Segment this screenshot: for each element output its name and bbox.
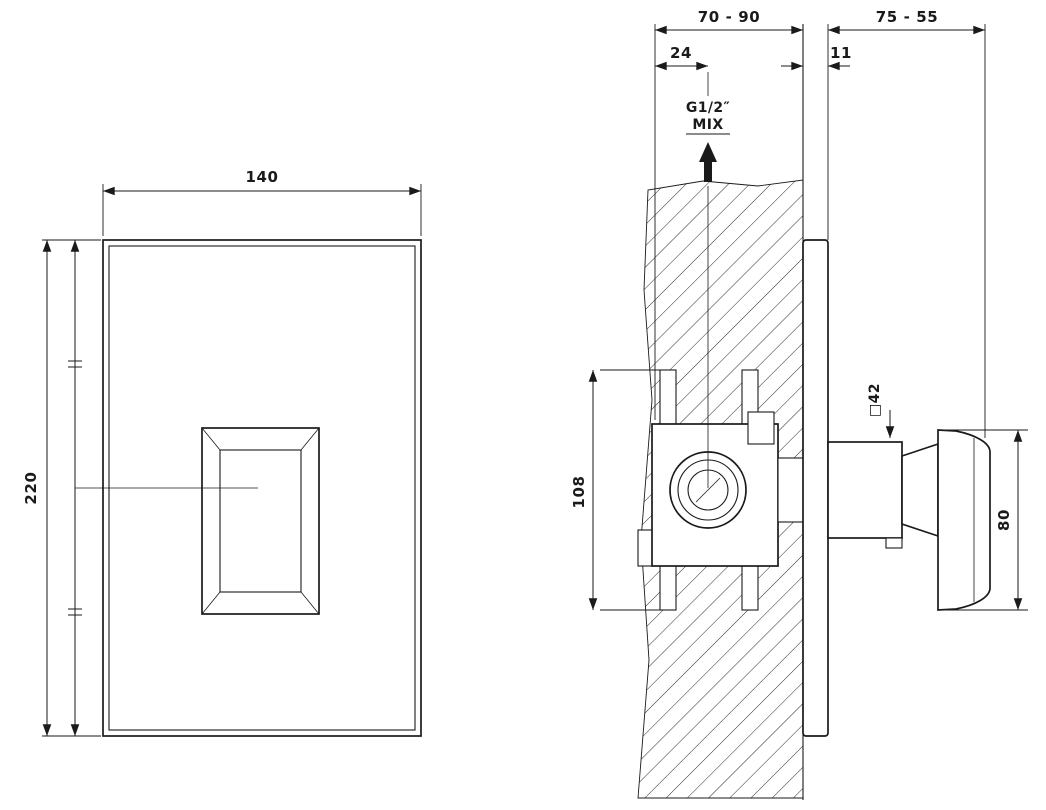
handle-knob <box>937 429 991 611</box>
thread-label: G1/2″ <box>686 100 730 116</box>
mounting-tab <box>659 563 677 611</box>
valve-boss <box>747 411 775 445</box>
valve-body-block <box>651 423 779 567</box>
section-view: G1/2″ MIX 70 - 90 75 - 55 24 <box>570 8 1028 800</box>
bevel-line <box>201 427 221 451</box>
dim-label-thickness: 11 <box>830 44 852 62</box>
handle-side-view <box>827 429 991 611</box>
dim-label-body-height: 108 <box>570 475 588 508</box>
handle-recess-outer <box>201 427 320 615</box>
flow-arrow-up <box>699 142 717 182</box>
dim-label-rough-in: 70 - 90 <box>698 8 761 26</box>
dim-label-offset: 24 <box>670 44 692 62</box>
dim-label-height: 220 <box>22 471 40 504</box>
front-view: 140 220 <box>22 168 422 737</box>
dimension-outlet-offset: 24 <box>655 44 708 71</box>
cartridge-slot-line <box>695 477 721 503</box>
dimension-body-height: 108 <box>570 369 660 611</box>
equal-mark <box>68 360 82 368</box>
dim-label-handle-height: 80 <box>995 509 1013 531</box>
plate-side-view <box>802 239 829 737</box>
dim-label-stem-square: □42 <box>867 383 883 417</box>
dimension-width: 140 <box>102 168 422 236</box>
bevel-line <box>201 591 221 615</box>
mounting-tab <box>659 369 677 427</box>
dimension-plate-thickness: 11 <box>781 44 852 71</box>
dimension-height: 220 <box>22 239 101 737</box>
concealed-valve-body <box>637 369 829 611</box>
handle-stem <box>827 441 903 539</box>
dimension-handle-height: 80 <box>942 429 1028 611</box>
bevel-line <box>300 427 320 451</box>
handle-neck <box>901 442 939 538</box>
bevel-line <box>300 591 320 615</box>
mounting-tab <box>741 563 759 611</box>
equal-mark <box>68 608 82 616</box>
stem-notch <box>885 537 903 549</box>
dim-label-projection: 75 - 55 <box>876 8 939 26</box>
dimension-rough-in-depth: 70 - 90 <box>654 8 803 420</box>
mix-label: MIX <box>692 117 723 133</box>
handle-recess <box>201 427 320 615</box>
dim-label-width: 140 <box>245 168 278 186</box>
handle-recess-inner <box>219 449 302 593</box>
dimension-stem-square: □42 <box>867 383 895 438</box>
dimension-trim-projection: 75 - 55 <box>827 8 986 438</box>
mix-outlet-callout: G1/2″ MIX <box>686 72 730 488</box>
